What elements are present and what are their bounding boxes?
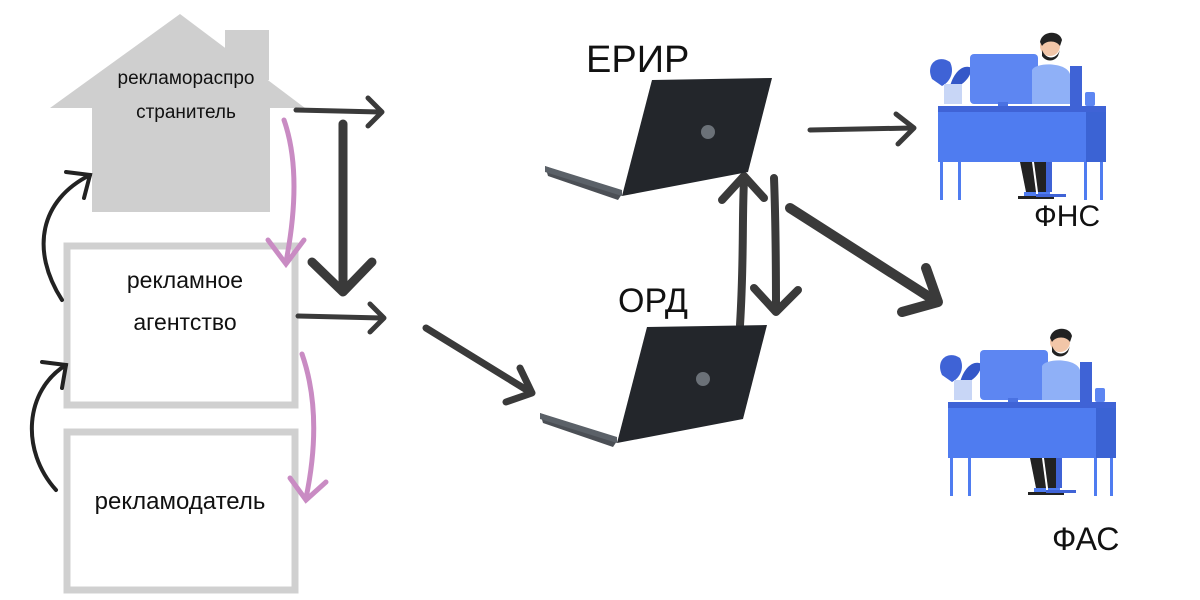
curved-arrow-advertiser-to-agency: [29, 363, 68, 492]
fas-office-worker-icon: [940, 328, 1116, 496]
curved-arrow-agency-to-distributor: [41, 173, 92, 302]
arrow-erir-to-fns: [807, 125, 915, 133]
arrowhead: [287, 475, 329, 504]
pink-arrow-distributor-to-agency: [281, 117, 297, 265]
pink-arrow-agency-to-advertiser: [299, 351, 317, 501]
advertiser-box: [63, 428, 299, 594]
distributor-house: [50, 14, 305, 212]
ord-label: ОРД: [618, 282, 688, 320]
arrowhead: [40, 360, 69, 390]
arrow-ord-to-erir: [736, 176, 748, 329]
arrow-distributor-out: [293, 107, 383, 115]
arrow-agency-out: [295, 313, 385, 321]
distributor-label-1: рекламораспро: [118, 68, 255, 89]
erir-label: ЕРИР: [586, 39, 689, 81]
agency-box: [63, 242, 299, 409]
agency-label-1: рекламное: [127, 267, 243, 293]
fns-office-worker-icon: [930, 32, 1106, 200]
advertiser-label: рекламодатель: [95, 488, 266, 515]
arrowhead: [64, 170, 93, 200]
ord-laptop-icon: [540, 325, 767, 447]
arrow-to-ord: [422, 324, 534, 396]
arrow-erir-to-fas: [785, 203, 939, 305]
arrow-erir-to-ord: [770, 174, 780, 314]
fns-label: ФНС: [1034, 200, 1100, 233]
distributor-label-2: странитель: [136, 102, 236, 123]
fas-label: ФАС: [1052, 521, 1119, 557]
agency-label-2: агентство: [133, 309, 236, 335]
arrowhead: [265, 237, 307, 269]
